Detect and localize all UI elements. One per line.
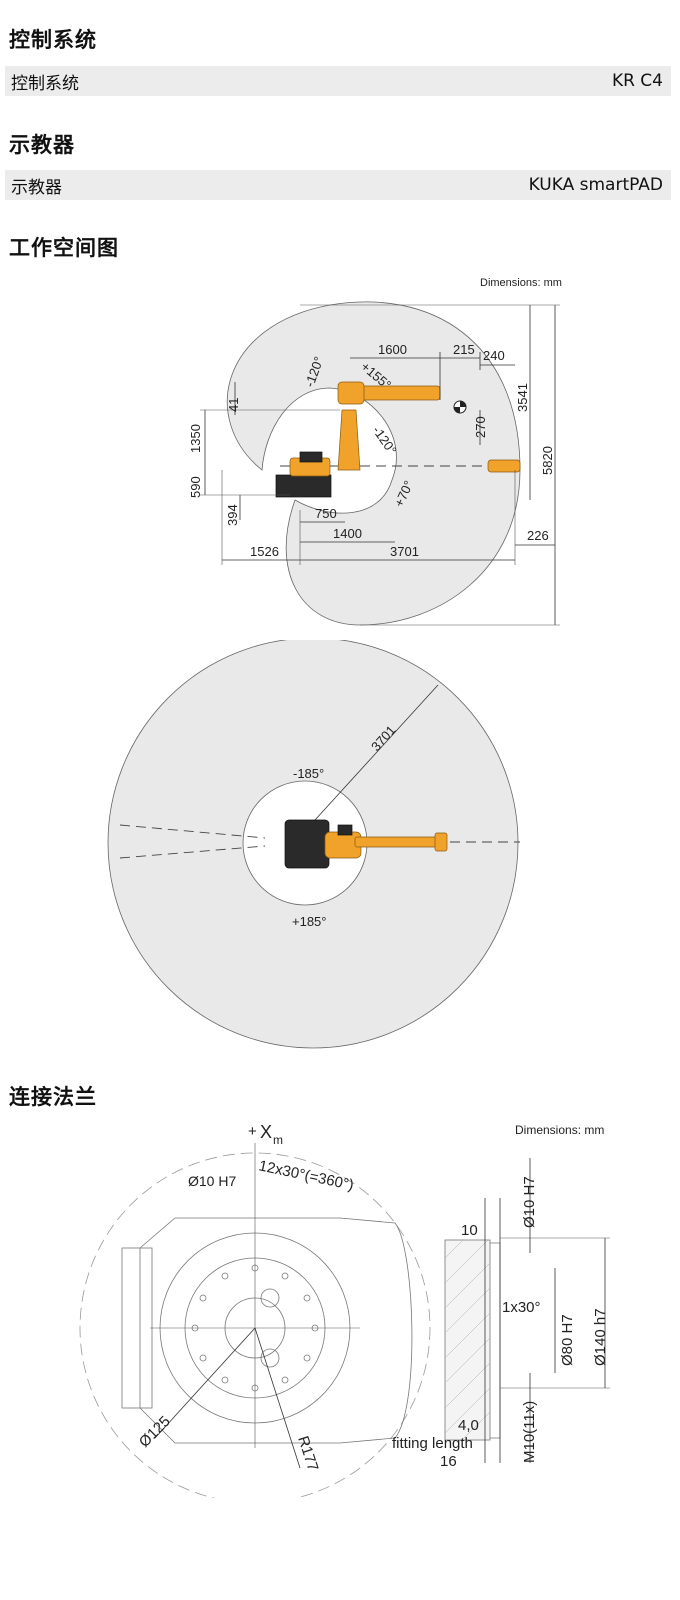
- fitting-length-label: fitting length: [392, 1435, 473, 1452]
- dim-label: 240: [483, 348, 505, 363]
- dim-label: 394: [225, 504, 240, 526]
- bore-label: Ø10 H7: [188, 1173, 236, 1189]
- spec-row-pendant: 示教器 KUKA smartPAD: [5, 170, 671, 200]
- robot-base: [275, 474, 332, 498]
- workspace-side-view: Dimensions: mm 1600 215 240 3541 5820 27…: [188, 277, 562, 626]
- bore-vertical-label: Ø10 H7: [521, 1176, 538, 1228]
- radius-line: [314, 684, 439, 821]
- angle-neg-label: -185°: [293, 766, 324, 781]
- pin-hole: [260, 1348, 280, 1368]
- dim-label: 1350: [188, 424, 203, 453]
- dim-label: 3701: [390, 544, 419, 559]
- thread-label: M10(11x): [521, 1401, 538, 1463]
- flange-drawing: Dimensions: mm + X m Ø10 H7 12x30°(=360°…: [79, 1122, 610, 1498]
- flange-section-hatch: [444, 1239, 491, 1441]
- robot-lower-arm: [337, 409, 361, 471]
- section-title-control: 控制系统: [9, 28, 97, 52]
- dia80-label: Ø80 H7: [559, 1314, 576, 1366]
- housing-side: [121, 1247, 153, 1409]
- robot-arm-extended: [487, 459, 521, 473]
- dim-label: 226: [527, 528, 549, 543]
- axis-plus-label: +: [248, 1123, 257, 1140]
- dia140-label: Ø140 h7: [592, 1308, 609, 1366]
- radius-line: [254, 1327, 301, 1469]
- spec-label: 示教器: [11, 177, 62, 198]
- spec-value: KR C4: [611, 71, 663, 91]
- dim-label: 1400: [333, 526, 362, 541]
- robot-motor: [299, 451, 323, 463]
- section-title-flange: 连接法兰: [9, 1085, 97, 1109]
- holes-angle-label: 12x30°(=360°): [257, 1157, 355, 1194]
- robot-arm-top: [354, 836, 441, 848]
- outer-reach-circle: [79, 1152, 431, 1498]
- dim-label: 41: [226, 398, 241, 412]
- housing-outline: [139, 1217, 413, 1444]
- chamfer-label: 1x30°: [502, 1299, 541, 1316]
- dim-label: 590: [188, 476, 203, 498]
- section-title-workspace: 工作空间图: [9, 236, 119, 260]
- angle-pos-label: +185°: [292, 914, 326, 929]
- dim-label: 750: [315, 506, 337, 521]
- units-note: Dimensions: mm: [480, 277, 562, 289]
- robot-elbow: [337, 381, 365, 405]
- dim-4-label: 4,0: [458, 1417, 479, 1434]
- spec-value: KUKA smartPAD: [528, 175, 663, 195]
- section-title-pendant: 示教器: [9, 133, 75, 157]
- dim-16-label: 16: [440, 1453, 457, 1470]
- bolt-holes: [191, 1264, 319, 1392]
- axis-x-label: X: [260, 1122, 272, 1142]
- dia125-label: Ø125: [136, 1413, 174, 1451]
- robot-wrist-top: [434, 832, 448, 852]
- dim-label: 215: [453, 342, 475, 357]
- dim-label: 5820: [540, 446, 555, 475]
- axis-m-label: m: [273, 1133, 283, 1147]
- spec-row-control: 控制系统 KR C4: [5, 66, 671, 96]
- dim-label: 3541: [515, 383, 530, 412]
- dim-label: 1600: [378, 342, 407, 357]
- robot-base-top: [284, 819, 330, 869]
- dim-label: 1526: [250, 544, 279, 559]
- workspace-top-view: 3701 -185° +185°: [107, 640, 520, 1049]
- r177-label: R177: [294, 1434, 321, 1473]
- spec-label: 控制系统: [11, 73, 79, 94]
- dim-10-label: 10: [461, 1222, 478, 1239]
- pin-hole: [260, 1288, 280, 1308]
- units-note: Dimensions: mm: [515, 1123, 604, 1137]
- work-envelope: [226, 301, 521, 626]
- dim-label: 270: [473, 416, 488, 438]
